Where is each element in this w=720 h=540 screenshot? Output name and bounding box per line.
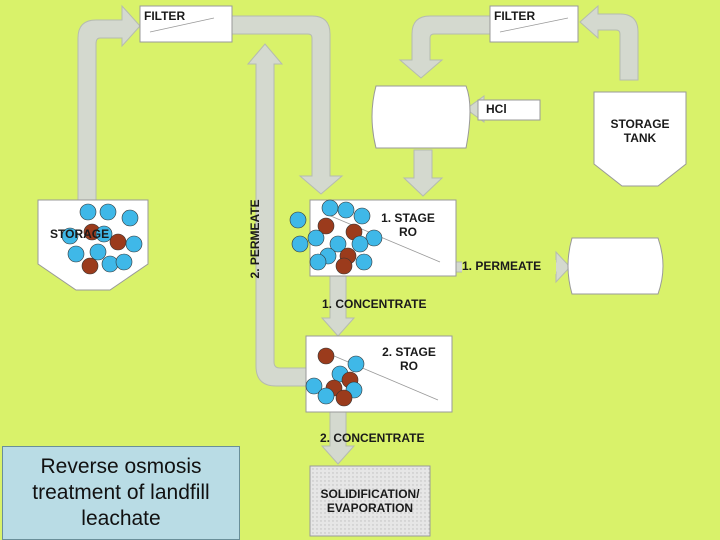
- filter-right-label: FILTER: [494, 9, 536, 23]
- permeate1-tank: [567, 237, 664, 295]
- hcl-label: HCl: [486, 102, 507, 116]
- flow-arrow-stage1-to-stage2: [320, 275, 356, 337]
- solidification-label: SOLIDIFICATION/ EVAPORATION: [320, 487, 420, 515]
- flow-arrow-filter-to-stage1: [231, 15, 344, 195]
- concentrate2-label: 2. CONCENTRATE: [320, 431, 425, 445]
- particles-stage2: [305, 347, 365, 407]
- solidification-box: [309, 465, 431, 537]
- permeate2-label: 2. PERMEATE: [248, 199, 263, 279]
- stage1-label: 1. STAGE RO: [381, 211, 435, 239]
- flow-arrow-storage-to-filter: [77, 4, 141, 201]
- permeate1-label: 1. PERMEATE: [462, 259, 556, 274]
- storage-tank-right: [593, 91, 687, 187]
- flow-arrow-tank-to-stage1: [402, 149, 444, 197]
- particles-storage-left: [61, 203, 143, 275]
- intermediate-tank: [371, 85, 471, 149]
- filter-left-label: FILTER: [144, 9, 186, 23]
- storage-tank-label: STORAGE TANK: [610, 117, 670, 145]
- flow-arrow-stage2-to-solidification: [320, 411, 356, 465]
- storage-left-label: STORAGE: [50, 227, 110, 241]
- stage2-label: 2. STAGE RO: [382, 345, 436, 373]
- flow-arrow-filter-to-tank: [398, 15, 491, 79]
- flow-arrow-permeate2-loop: [246, 43, 307, 387]
- concentrate1-label: 1. CONCENTRATE: [322, 297, 427, 311]
- hcl-box: [477, 99, 541, 121]
- filter-right-box: [489, 5, 579, 43]
- caption-box: Reverse osmosis treatment of landfill le…: [2, 446, 240, 540]
- flow-arrow-tank-to-filter: [579, 4, 639, 81]
- particles-stage1: [289, 199, 383, 275]
